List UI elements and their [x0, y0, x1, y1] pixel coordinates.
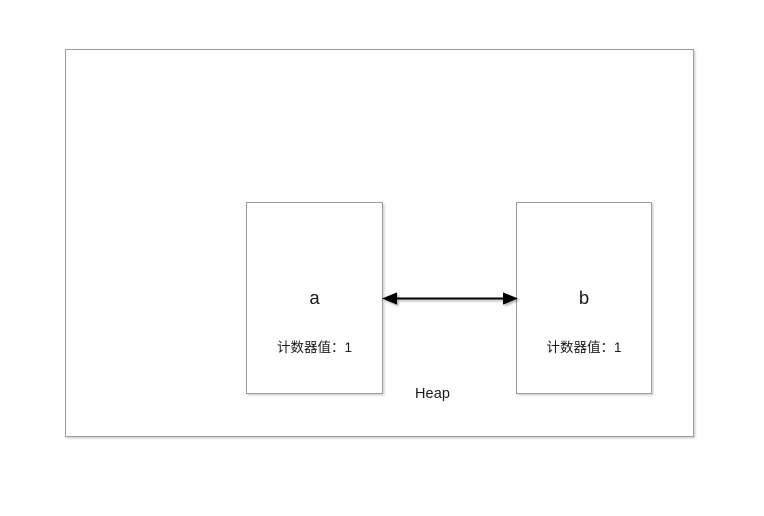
object-name-a: a [309, 287, 320, 308]
object-name-b: b [578, 287, 590, 308]
object-box-a[interactable]: a 计数器值：1 [246, 202, 383, 394]
object-counter-a: 计数器值：1 [276, 340, 352, 355]
object-box-b[interactable]: b 计数器值：1 [516, 202, 652, 394]
connector-arrow-a-b [376, 282, 524, 316]
heap-label-text: Heap [414, 386, 451, 402]
heap-container: a 计数器值：1 b 计数器值：1 [65, 49, 694, 437]
object-counter-b: 计数器值：1 [546, 340, 622, 355]
heap-label: Heap [66, 385, 693, 403]
double-headed-arrow-icon [382, 292, 518, 305]
